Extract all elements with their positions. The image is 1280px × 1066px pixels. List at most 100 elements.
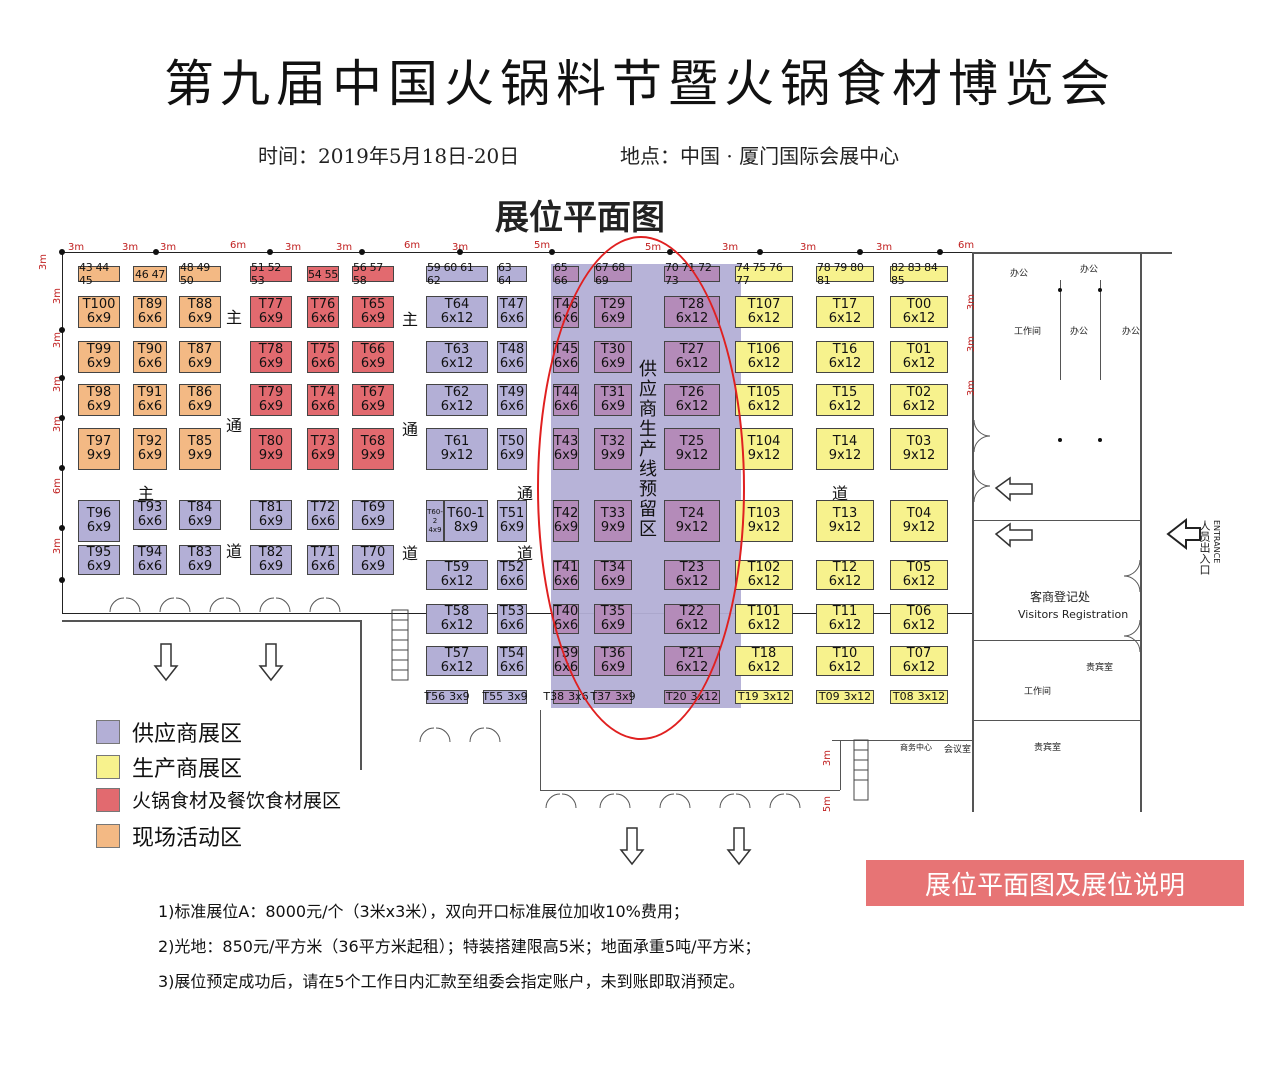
booth-number-strip[interactable]: 65 66 (553, 261, 579, 287)
booth-number-strip[interactable]: 51 52 53 (250, 261, 292, 287)
booth-number-strip[interactable]: 48 49 50 (179, 261, 221, 287)
booth-number-strip[interactable]: 78 79 80 81 (816, 261, 874, 287)
booth-size: 6x12 (828, 574, 862, 589)
booth-number-strip[interactable]: 56 57 58 (352, 261, 394, 287)
booth-number-strip[interactable]: 82 83 84 85 (890, 261, 948, 287)
dimension-label: 5m (822, 796, 833, 813)
booth-number-strip[interactable]: 43 44 45 (78, 261, 120, 287)
booth-id: T04 (906, 506, 932, 521)
booth-number-strip[interactable]: 46 47 (133, 266, 167, 282)
booth-number-strip[interactable]: 54 55 (307, 266, 339, 282)
booth-number-strip[interactable]: 63 64 (497, 261, 527, 287)
booth-id: T68 (360, 434, 386, 449)
dimension-label: 3m (122, 242, 139, 253)
booth-number-strip[interactable]: 74 75 76 77 (735, 261, 793, 287)
booth-id: T63 (444, 342, 470, 357)
booth-number-strip[interactable]: 59 60 61 62 (426, 261, 488, 287)
